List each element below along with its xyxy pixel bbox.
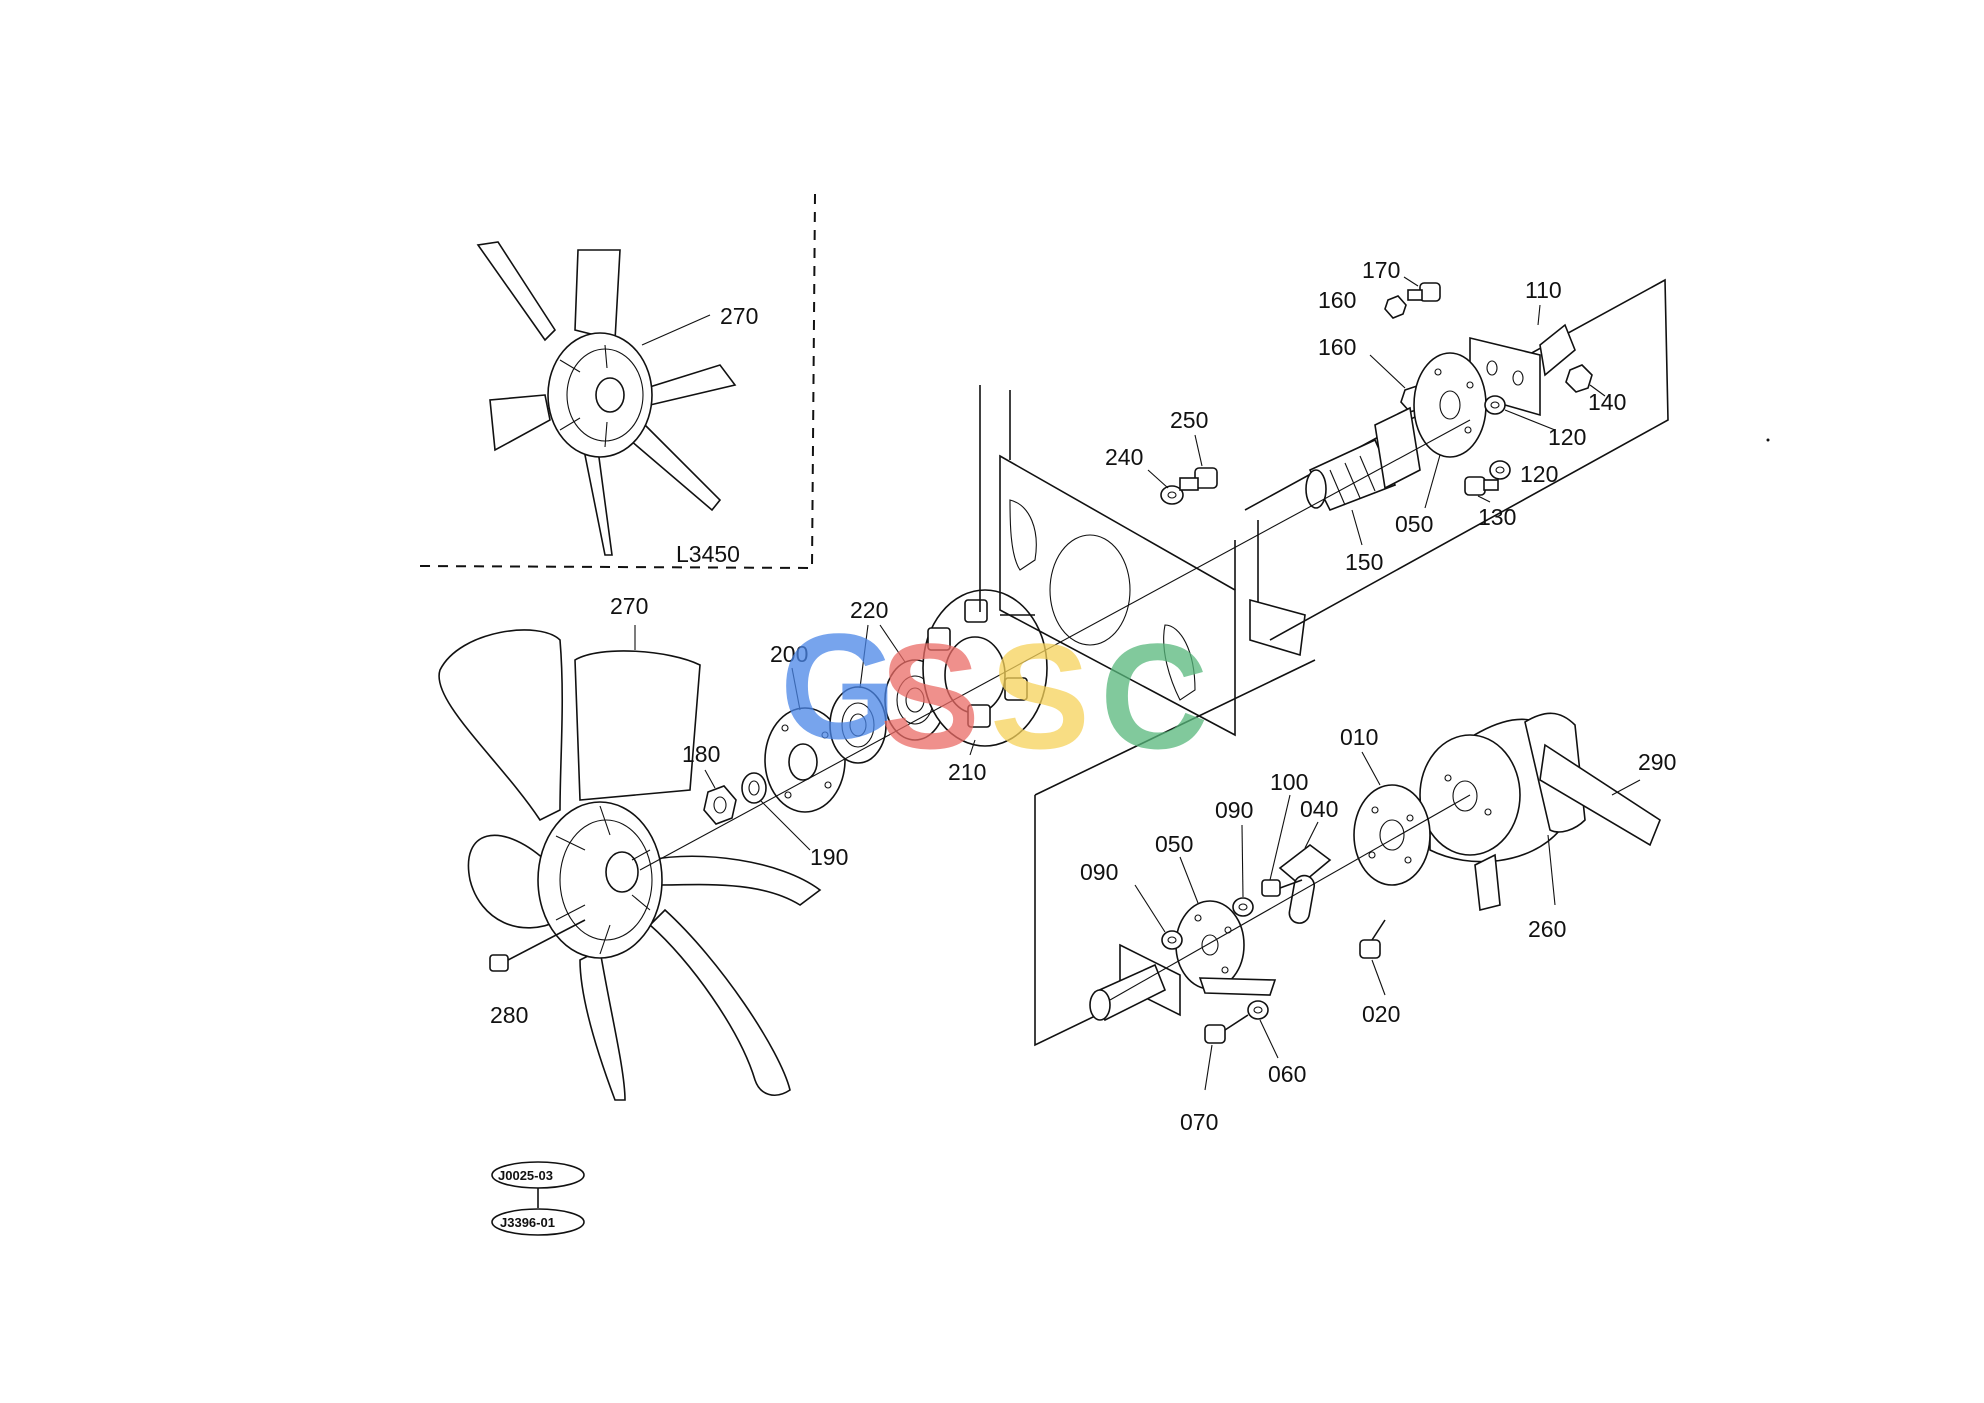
mounting-plate bbox=[979, 385, 1259, 737]
svg-text:S: S bbox=[880, 612, 980, 780]
main-fan-drawing bbox=[438, 629, 822, 1101]
bolt-130 bbox=[1464, 476, 1499, 496]
ref-j0025-03: J0025-03 bbox=[498, 1168, 553, 1183]
housing-210 bbox=[922, 589, 1048, 747]
belt-290 bbox=[1474, 743, 1661, 911]
label-190: 190 bbox=[810, 844, 848, 870]
label-250: 250 bbox=[1170, 407, 1208, 433]
inset-l3450: 270 L3450 bbox=[417, 193, 816, 570]
label-070: 070 bbox=[1180, 1109, 1218, 1135]
label-280: 280 bbox=[490, 1002, 528, 1028]
svg-text:G: G bbox=[780, 602, 897, 770]
label-050-bottom: 050 bbox=[1155, 831, 1193, 857]
label-270-inset: 270 bbox=[720, 303, 758, 329]
label-210: 210 bbox=[948, 759, 986, 785]
nut-120-a bbox=[1484, 395, 1506, 415]
label-010: 010 bbox=[1340, 724, 1378, 750]
bolt-280 bbox=[489, 919, 586, 972]
label-240: 240 bbox=[1105, 444, 1143, 470]
label-160-b: 160 bbox=[1318, 334, 1356, 360]
bolt-170 bbox=[1407, 282, 1441, 302]
inset-fan-drawing bbox=[476, 241, 737, 556]
washer-090-b bbox=[1161, 930, 1183, 950]
label-150: 150 bbox=[1345, 549, 1383, 575]
hub-200 bbox=[764, 707, 846, 813]
plate-050-top bbox=[1413, 352, 1487, 458]
label-040: 040 bbox=[1300, 796, 1338, 822]
watermark-logo: G S S C bbox=[780, 602, 1208, 780]
label-120-a: 120 bbox=[1548, 424, 1586, 450]
clip-plate bbox=[1198, 977, 1277, 996]
label-200: 200 bbox=[770, 641, 808, 667]
label-160-a: 160 bbox=[1318, 287, 1356, 313]
washer-240 bbox=[1160, 485, 1184, 505]
hub-010 bbox=[1353, 784, 1431, 886]
frame-top-right bbox=[1244, 278, 1669, 641]
bolt-070 bbox=[1204, 1014, 1249, 1044]
label-260: 260 bbox=[1528, 916, 1566, 942]
label-090-b: 090 bbox=[1080, 859, 1118, 885]
nut-160-a bbox=[1384, 295, 1407, 319]
plate-050-bottom bbox=[1175, 900, 1245, 990]
ref-j3396-01: J3396-01 bbox=[500, 1215, 555, 1230]
nut-140 bbox=[1565, 364, 1593, 393]
label-060: 060 bbox=[1268, 1061, 1306, 1087]
label-130: 130 bbox=[1478, 504, 1516, 530]
bolt-250 bbox=[1179, 467, 1218, 491]
label-180: 180 bbox=[682, 741, 720, 767]
shaft-150 bbox=[1305, 406, 1421, 512]
washer-060 bbox=[1247, 1000, 1269, 1020]
shaft-bracket bbox=[1089, 943, 1181, 1022]
svg-text:C: C bbox=[1100, 612, 1208, 780]
label-290: 290 bbox=[1638, 749, 1676, 775]
label-140: 140 bbox=[1588, 389, 1626, 415]
label-220: 220 bbox=[850, 597, 888, 623]
label-020: 020 bbox=[1362, 1001, 1400, 1027]
label-050-top: 050 bbox=[1395, 511, 1433, 537]
assembly-axis bbox=[639, 419, 1471, 871]
nut-180 bbox=[703, 785, 737, 825]
washer-190 bbox=[741, 772, 767, 804]
label-l3450: L3450 bbox=[676, 541, 740, 567]
bracket-tab bbox=[1249, 598, 1306, 657]
washer-090-a bbox=[1232, 897, 1254, 917]
stray-dot bbox=[1766, 438, 1770, 442]
bolt-100 bbox=[1261, 879, 1303, 897]
label-100: 100 bbox=[1270, 769, 1308, 795]
reference-ovals: J0025-03 J3396-01 bbox=[491, 1161, 585, 1236]
label-090-a: 090 bbox=[1215, 797, 1253, 823]
label-270-main: 270 bbox=[610, 593, 648, 619]
nut-120-b bbox=[1489, 460, 1511, 480]
bracket-110 bbox=[1469, 323, 1576, 417]
label-170: 170 bbox=[1362, 257, 1400, 283]
bolt-020 bbox=[1359, 919, 1386, 959]
lower-axis bbox=[1109, 794, 1471, 1001]
svg-text:S: S bbox=[990, 612, 1090, 780]
label-120-b: 120 bbox=[1520, 461, 1558, 487]
label-110: 110 bbox=[1525, 277, 1562, 303]
